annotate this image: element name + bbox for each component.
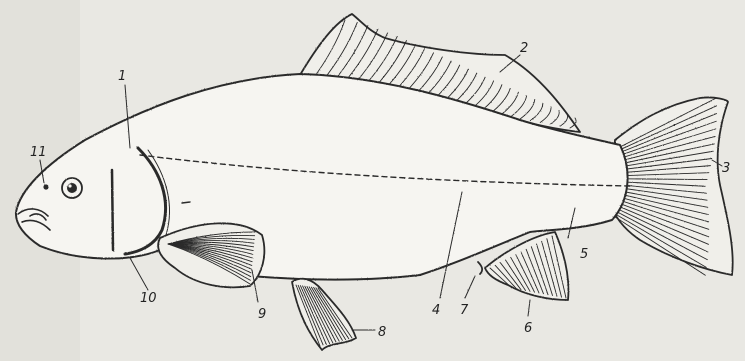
label-3: 3 bbox=[722, 161, 730, 176]
label-11: 11 bbox=[30, 145, 47, 160]
label-7: 7 bbox=[460, 303, 469, 318]
label-4: 4 bbox=[432, 303, 440, 318]
label-8: 8 bbox=[378, 325, 386, 340]
label-10: 10 bbox=[140, 291, 157, 306]
label-5: 5 bbox=[580, 247, 588, 262]
label-2: 2 bbox=[520, 41, 528, 56]
nostril bbox=[43, 184, 48, 189]
label-1: 1 bbox=[118, 69, 126, 84]
label-6: 6 bbox=[524, 321, 532, 336]
eye bbox=[62, 178, 82, 198]
label-9: 9 bbox=[258, 307, 266, 322]
